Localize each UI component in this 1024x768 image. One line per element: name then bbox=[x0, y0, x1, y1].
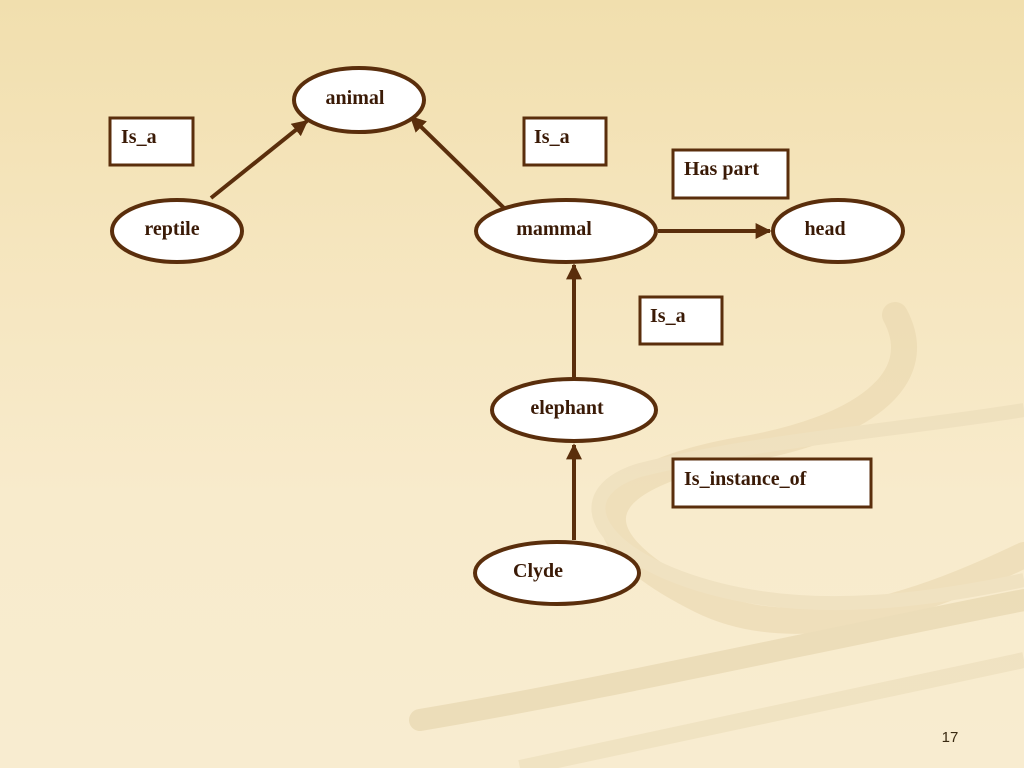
relation-label-elephant-mammal: Is_a bbox=[650, 305, 686, 327]
node-head: head bbox=[771, 198, 905, 264]
relation-label-mammal-head: Has part bbox=[684, 158, 759, 180]
relation-box-elephant-mammal: Is_a bbox=[638, 295, 724, 346]
relation-box-clyde-elephant: Is_instance_of bbox=[671, 457, 873, 509]
node-mammal-label: mammal bbox=[516, 218, 592, 240]
node-mammal: mammal bbox=[474, 198, 658, 264]
relation-label-clyde-elephant: Is_instance_of bbox=[684, 468, 807, 490]
node-clyde: Clyde bbox=[473, 540, 641, 606]
node-clyde-label: Clyde bbox=[513, 560, 563, 582]
node-elephant: elephant bbox=[490, 377, 658, 443]
page-number: 17 bbox=[941, 729, 959, 746]
relation-label-reptile-animal: Is_a bbox=[121, 126, 157, 148]
relation-label-mammal-animal: Is_a bbox=[534, 126, 570, 148]
edge-mammal-to-animal bbox=[409, 115, 510, 214]
node-reptile-label: reptile bbox=[144, 218, 199, 240]
node-head-label: head bbox=[804, 218, 845, 240]
background-swoosh-decoration bbox=[409, 302, 1024, 768]
node-elephant-label: elephant bbox=[530, 397, 604, 419]
edge-reptile-to-animal bbox=[209, 119, 309, 200]
relation-box-mammal-head: Has part bbox=[671, 148, 790, 200]
node-reptile: reptile bbox=[110, 198, 244, 264]
relation-box-mammal-animal: Is_a bbox=[522, 116, 608, 167]
node-animal-label: animal bbox=[326, 87, 385, 109]
node-animal: animal bbox=[292, 66, 426, 134]
relation-box-reptile-animal: Is_a bbox=[108, 116, 195, 167]
